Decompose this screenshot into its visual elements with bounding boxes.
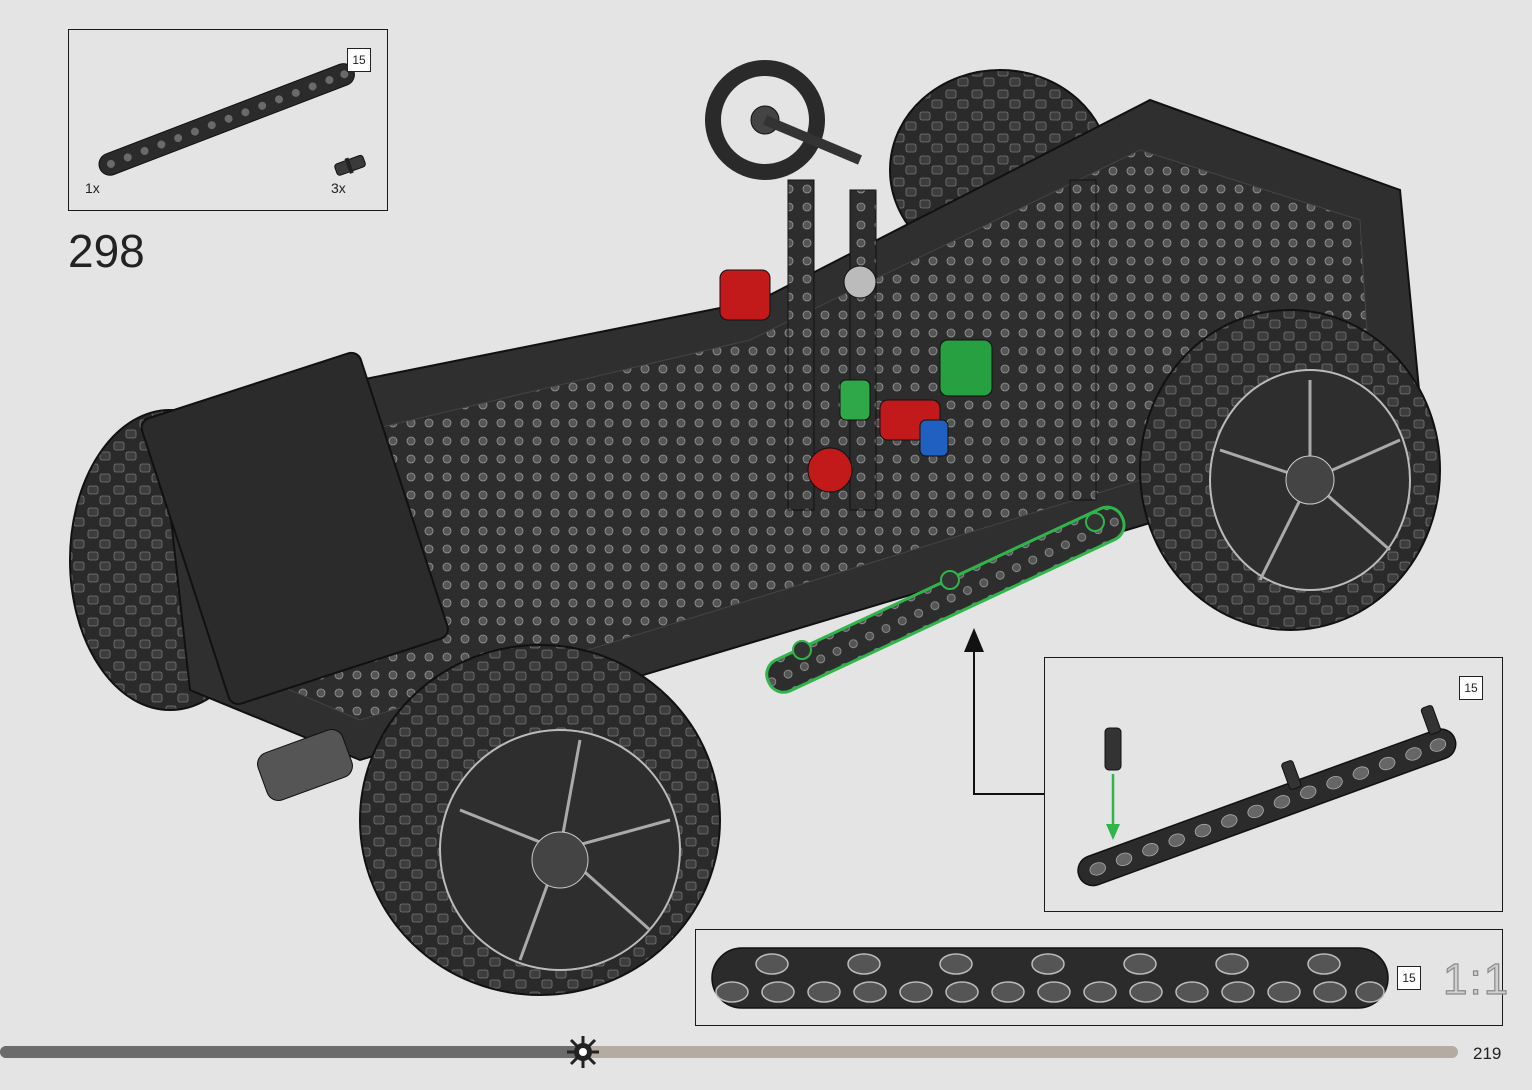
progress-fill [0, 1046, 583, 1058]
progress-marker-icon [565, 1034, 601, 1070]
beam-with-pins-image [1055, 678, 1475, 898]
scale-label: 1:1 [1443, 955, 1510, 1005]
scale-reference-box: 15 1:1 [695, 929, 1503, 1026]
progress-track [0, 1046, 1458, 1058]
scale-beam-length-badge: 15 [1397, 966, 1421, 990]
callout-arrow [960, 620, 1050, 810]
page-number: 219 [1473, 1044, 1501, 1064]
assembly-detail-box: 15 [1044, 657, 1503, 912]
scale-beam-image [710, 944, 1390, 1012]
detail-beam-length-badge: 15 [1459, 676, 1483, 700]
